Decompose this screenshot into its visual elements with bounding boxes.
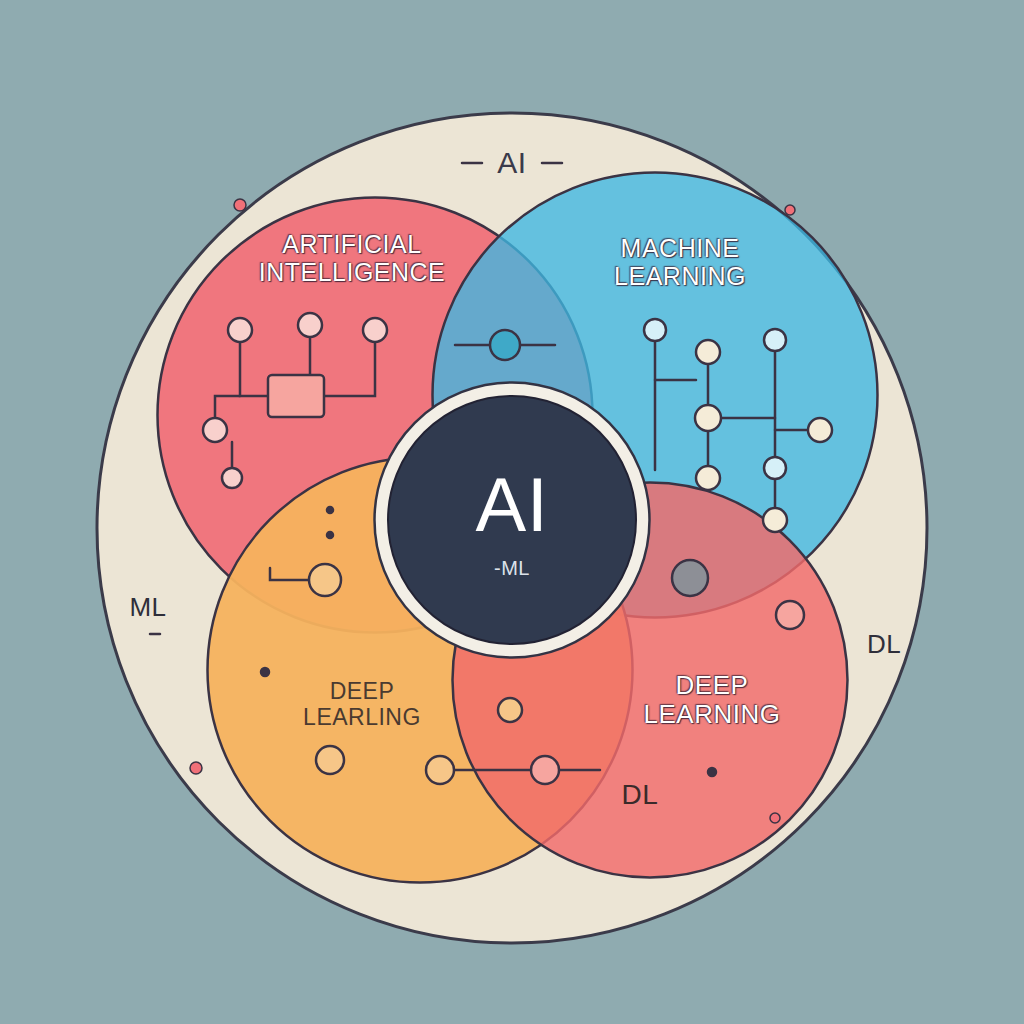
- core-inner: [388, 396, 636, 644]
- core-circle: AI -ML: [372, 380, 652, 660]
- text-slot: ARTIFICIAL INTELLIGENCE: [232, 230, 472, 286]
- text-slot: AI: [412, 462, 612, 547]
- text-slot: MACHINE LEARNING: [565, 234, 795, 290]
- outer-circle: ARTIFICIAL INTELLIGENCE MACHINE LEARNING D…: [94, 110, 930, 946]
- outer-circle-fill: [97, 113, 927, 943]
- circle-title: AI: [412, 462, 612, 547]
- circle-title: DEEP LEARLING: [277, 679, 447, 731]
- text-slot: DL: [605, 779, 675, 810]
- text-slot: -ML: [452, 557, 572, 579]
- core-circle-fill: [375, 383, 650, 658]
- side-label: ML: [118, 593, 178, 622]
- label-slot: DL: [854, 630, 914, 659]
- text-slot: AI: [477, 146, 547, 180]
- circle-title: ARTIFICIAL INTELLIGENCE: [232, 230, 472, 286]
- circle-subtitle: DL: [605, 779, 675, 810]
- circle-title: AI: [477, 146, 547, 180]
- circle-title: DEEP LEARNING: [612, 671, 812, 729]
- circle-title: MACHINE LEARNING: [565, 234, 795, 290]
- label-slot: ML: [118, 593, 178, 622]
- text-slot: DEEP LEARNING: [612, 671, 812, 729]
- circle-subtitle: -ML: [452, 557, 572, 579]
- text-slot: DEEP LEARLING: [277, 679, 447, 731]
- side-label: DL: [854, 630, 914, 659]
